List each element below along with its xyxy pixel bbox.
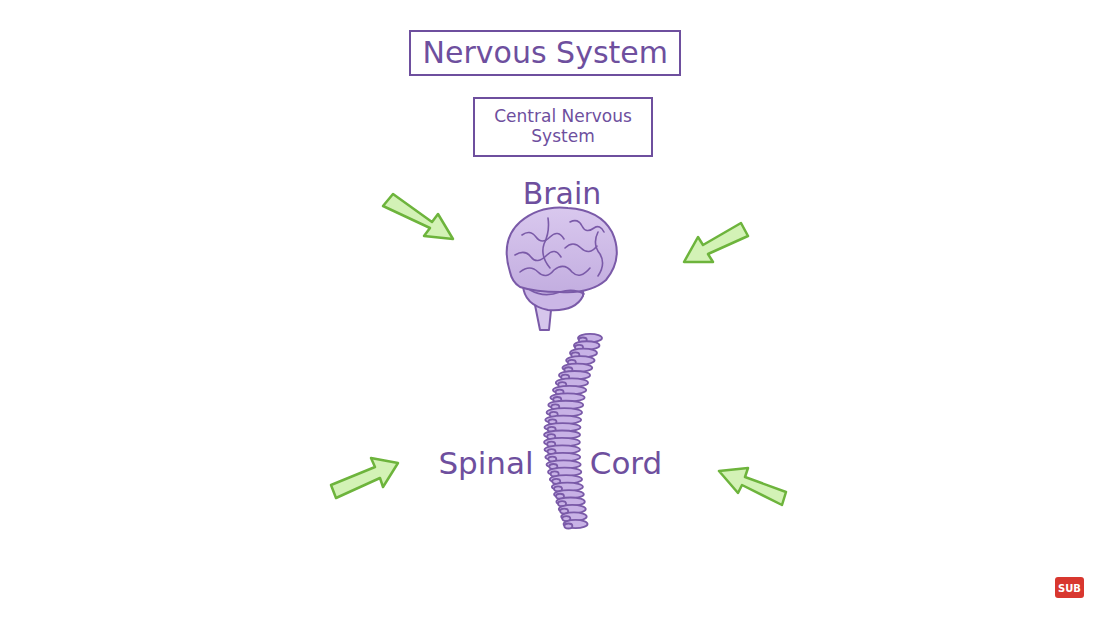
subscribe-badge bbox=[1055, 577, 1084, 598]
vertebra bbox=[564, 520, 588, 528]
section-box: Central Nervous System bbox=[473, 97, 653, 156]
organ-label: Cord bbox=[590, 445, 663, 481]
vertebra-process bbox=[564, 524, 572, 529]
brain-illustration bbox=[507, 208, 617, 330]
pointer-arrow bbox=[719, 468, 786, 505]
pointer-arrow bbox=[684, 223, 748, 262]
spine-illustration bbox=[544, 334, 602, 529]
watermark-badge: SUB bbox=[1058, 582, 1081, 593]
gyri bbox=[515, 218, 604, 295]
pointer-arrow bbox=[331, 458, 398, 498]
pointer-arrows bbox=[331, 194, 786, 505]
box-text: Nervous System bbox=[421, 36, 669, 71]
organ-label: Spinal bbox=[438, 445, 533, 481]
box-text: Central Nervous System bbox=[485, 107, 641, 146]
organ-label: Brain bbox=[523, 176, 602, 211]
pointer-arrow bbox=[383, 194, 453, 239]
title-box: Nervous System bbox=[409, 30, 681, 77]
cerebrum bbox=[507, 208, 617, 293]
